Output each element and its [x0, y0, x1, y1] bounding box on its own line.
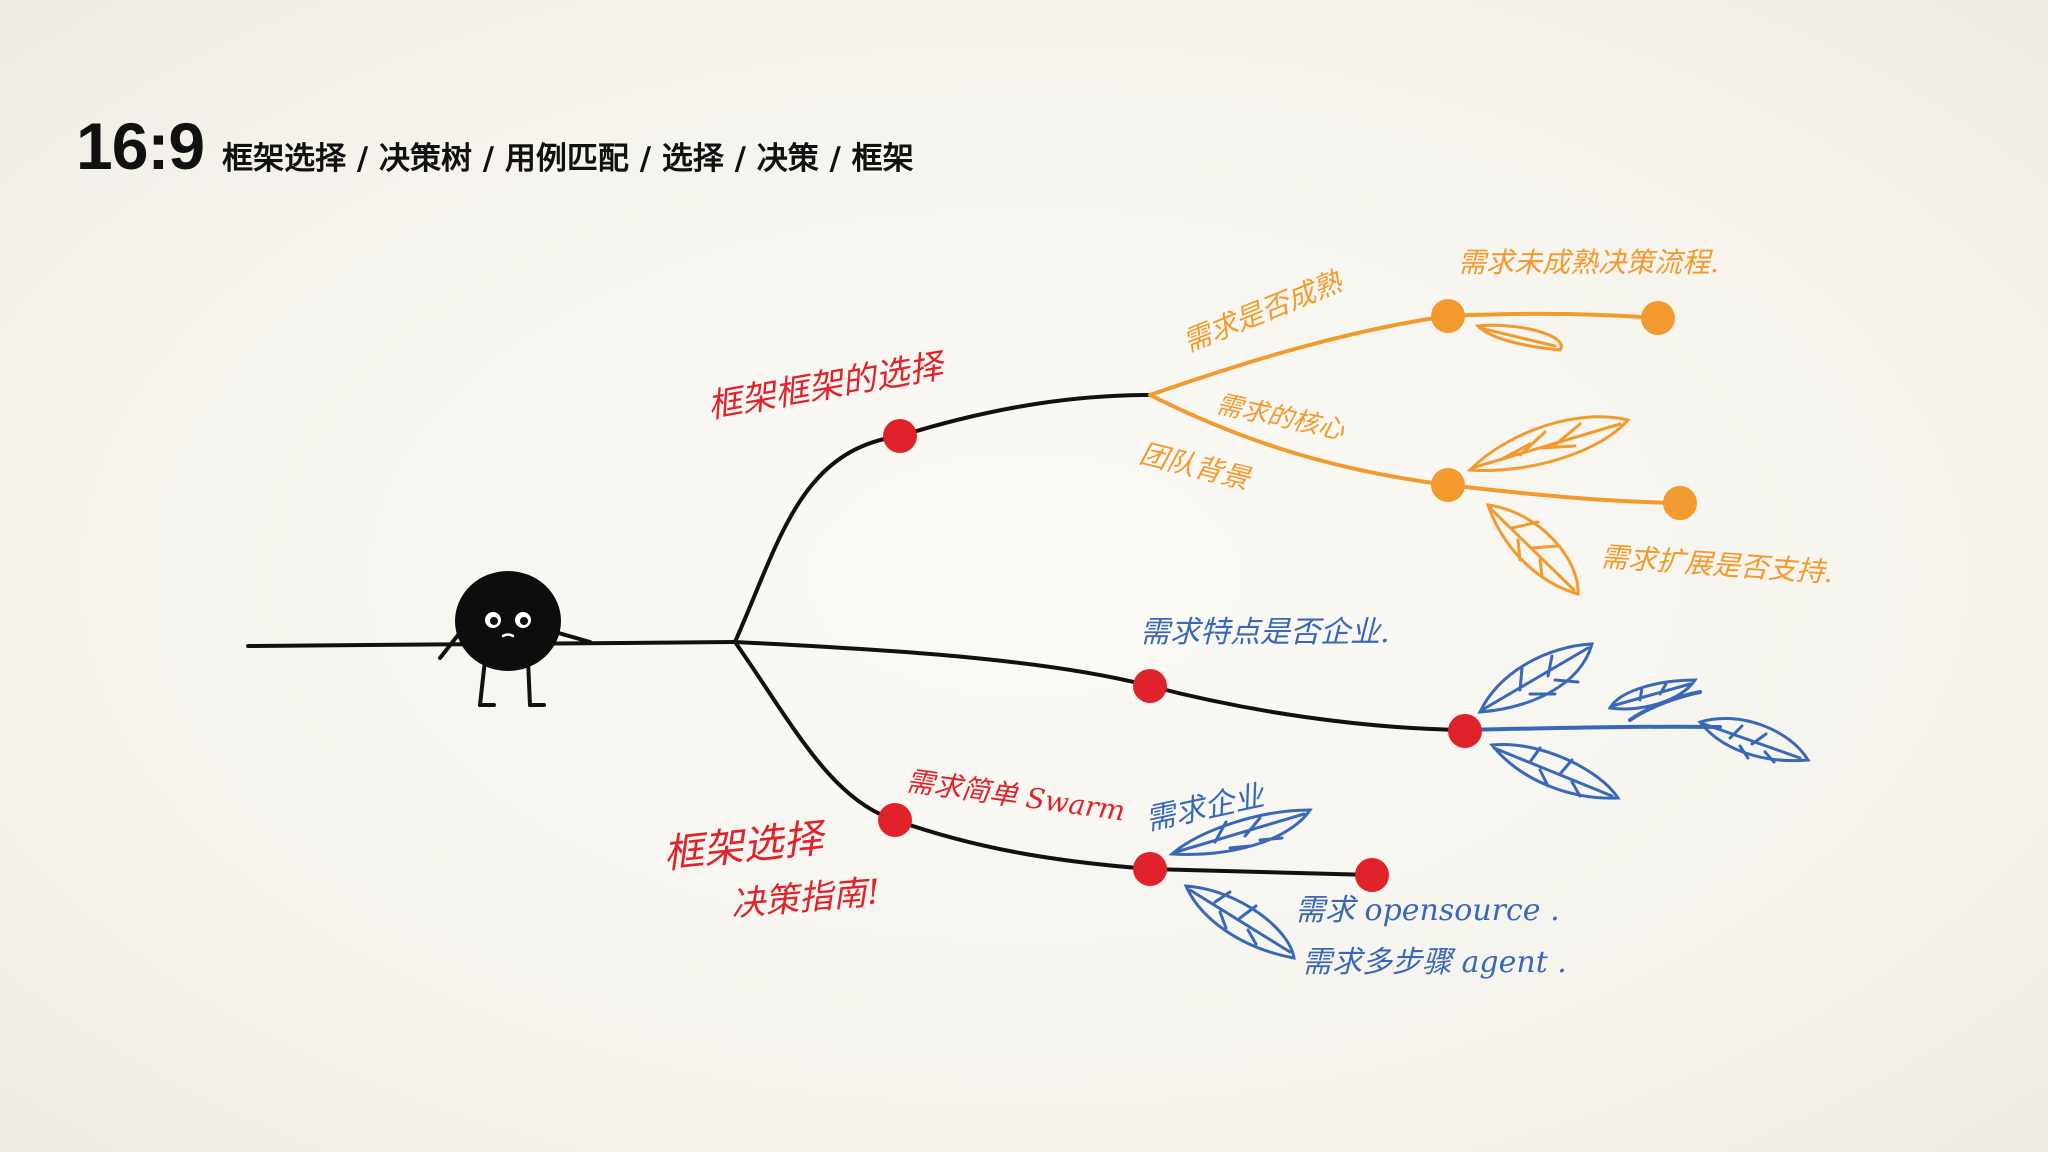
- node-orange-up-end: [1641, 301, 1675, 335]
- orange-branch-up-end: [1446, 311, 1660, 320]
- node-red-bottom-end: [1355, 858, 1389, 892]
- orange-branches: [1148, 311, 1682, 505]
- header: 16:9 框架选择 / 决策树 / 用例匹配 / 选择 / 决策 / 框架: [76, 108, 914, 184]
- branch-middle: [733, 640, 1462, 732]
- node-orange-down-end: [1663, 486, 1697, 520]
- nodes: [878, 299, 1697, 892]
- orange-branch-up: [1148, 314, 1450, 397]
- orange-branch-down: [1148, 393, 1450, 487]
- label-red-low: 需求简单 Swarm: [904, 764, 1127, 827]
- aspect-ratio-title: 16:9: [76, 109, 205, 183]
- blue-leaf-f: [1183, 884, 1296, 960]
- node-orange-up: [1431, 299, 1465, 333]
- node-red-middle: [1133, 669, 1167, 703]
- label-orange-far-top: 需求未成熟决策流程.: [1458, 246, 1719, 279]
- branch-top: [733, 393, 1152, 644]
- orange-leaf-upper: [1466, 415, 1631, 472]
- label-orange-low-right: 需求扩展是否支持.: [1600, 540, 1835, 589]
- blue-leaf-b: [1607, 678, 1698, 711]
- label-blue-agent: 需求多步骤 agent .: [1302, 945, 1567, 980]
- orange-branch-down-end: [1446, 483, 1682, 505]
- orange-leaf-lower: [1485, 503, 1580, 596]
- blue-leaf-c: [1697, 717, 1811, 764]
- node-red-bottom: [878, 803, 912, 837]
- round-black-character-icon: [438, 571, 592, 707]
- label-orange-left: 团队背景: [1136, 437, 1255, 497]
- label-red-big-line2: 决策指南!: [729, 872, 882, 925]
- orange-leaf-small: [1474, 323, 1563, 352]
- blue-leaf-a: [1477, 642, 1595, 714]
- blue-leaves: [1168, 642, 1811, 960]
- label-red-big-line1: 框架选择: [661, 815, 830, 878]
- label-blue-open: 需求 opensource .: [1295, 893, 1560, 928]
- orange-leaves: [1466, 323, 1631, 596]
- label-red-top: 框架框架的选择: [705, 345, 950, 426]
- label-orange-mid: 需求的核心: [1214, 390, 1348, 447]
- label-blue-mid: 需求特点是否企业.: [1140, 615, 1390, 650]
- node-red-bottom-mid: [1133, 852, 1167, 886]
- blue-leaf-d: [1489, 742, 1621, 800]
- label-orange-up: 需求是否成熟: [1178, 264, 1348, 358]
- blue-leaf-e: [1168, 808, 1313, 857]
- branch-bottom: [733, 640, 1374, 877]
- blue-branch-right: [1458, 724, 1722, 732]
- node-red-top: [883, 419, 917, 453]
- node-orange-down: [1431, 468, 1465, 502]
- node-red-middle-end: [1448, 714, 1482, 748]
- page-subtitle: 框架选择 / 决策树 / 用例匹配 / 选择 / 决策 / 框架: [222, 141, 914, 177]
